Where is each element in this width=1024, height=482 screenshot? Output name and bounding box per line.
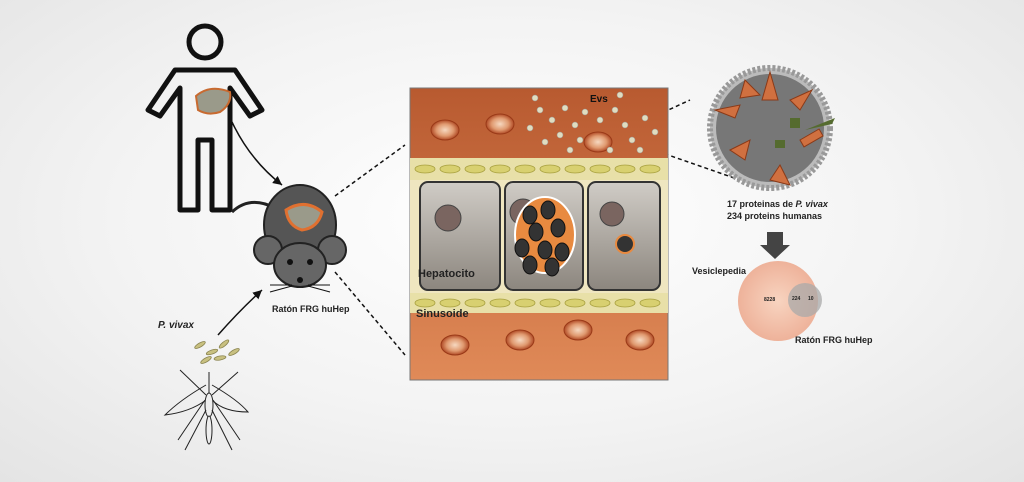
venn-circle-raton — [788, 283, 822, 317]
arrow-human-to-mouse — [231, 121, 283, 186]
mouse-icon — [230, 184, 347, 293]
venn-label-raton: Ratón FRG huHep — [795, 335, 873, 345]
proteins-count-text: 17 proteinas de — [727, 199, 796, 209]
venn-circle-vesiclepedia — [738, 261, 818, 341]
venn-label-vesiclepedia: Vesiclepedia — [692, 266, 747, 276]
proteins-line-2: 234 proteins humanas — [727, 211, 823, 221]
liver-tissue-panel — [409, 87, 669, 381]
sporozoites-icon — [194, 339, 240, 364]
venn-value-only-a: 8228 — [764, 297, 776, 303]
venn-value-overlap: 224 — [792, 296, 801, 302]
species-text: P. vivax — [795, 199, 828, 209]
mosquito-icon — [163, 369, 250, 451]
pathogen-label: P. vivax — [158, 320, 194, 331]
down-arrow-icon — [760, 232, 790, 259]
evs-label: Evs — [590, 94, 608, 105]
proteins-line-1: 17 proteinas de P. vivax — [727, 199, 828, 209]
extracellular-vesicles — [526, 91, 659, 154]
mouse-model-label: Ratón FRG huHep — [272, 304, 350, 314]
arrow-mosquito-to-mouse — [217, 289, 263, 336]
sinusoid-label: Sinusoide — [416, 308, 469, 320]
venn-value-only-b: 10 — [808, 296, 814, 302]
extracellular-vesicle-zoom — [707, 65, 835, 191]
human-icon — [145, 23, 265, 213]
venn-diagram — [738, 261, 822, 341]
liver-icon — [194, 87, 232, 115]
hepatocyte-label: Hepatocito — [418, 268, 475, 280]
